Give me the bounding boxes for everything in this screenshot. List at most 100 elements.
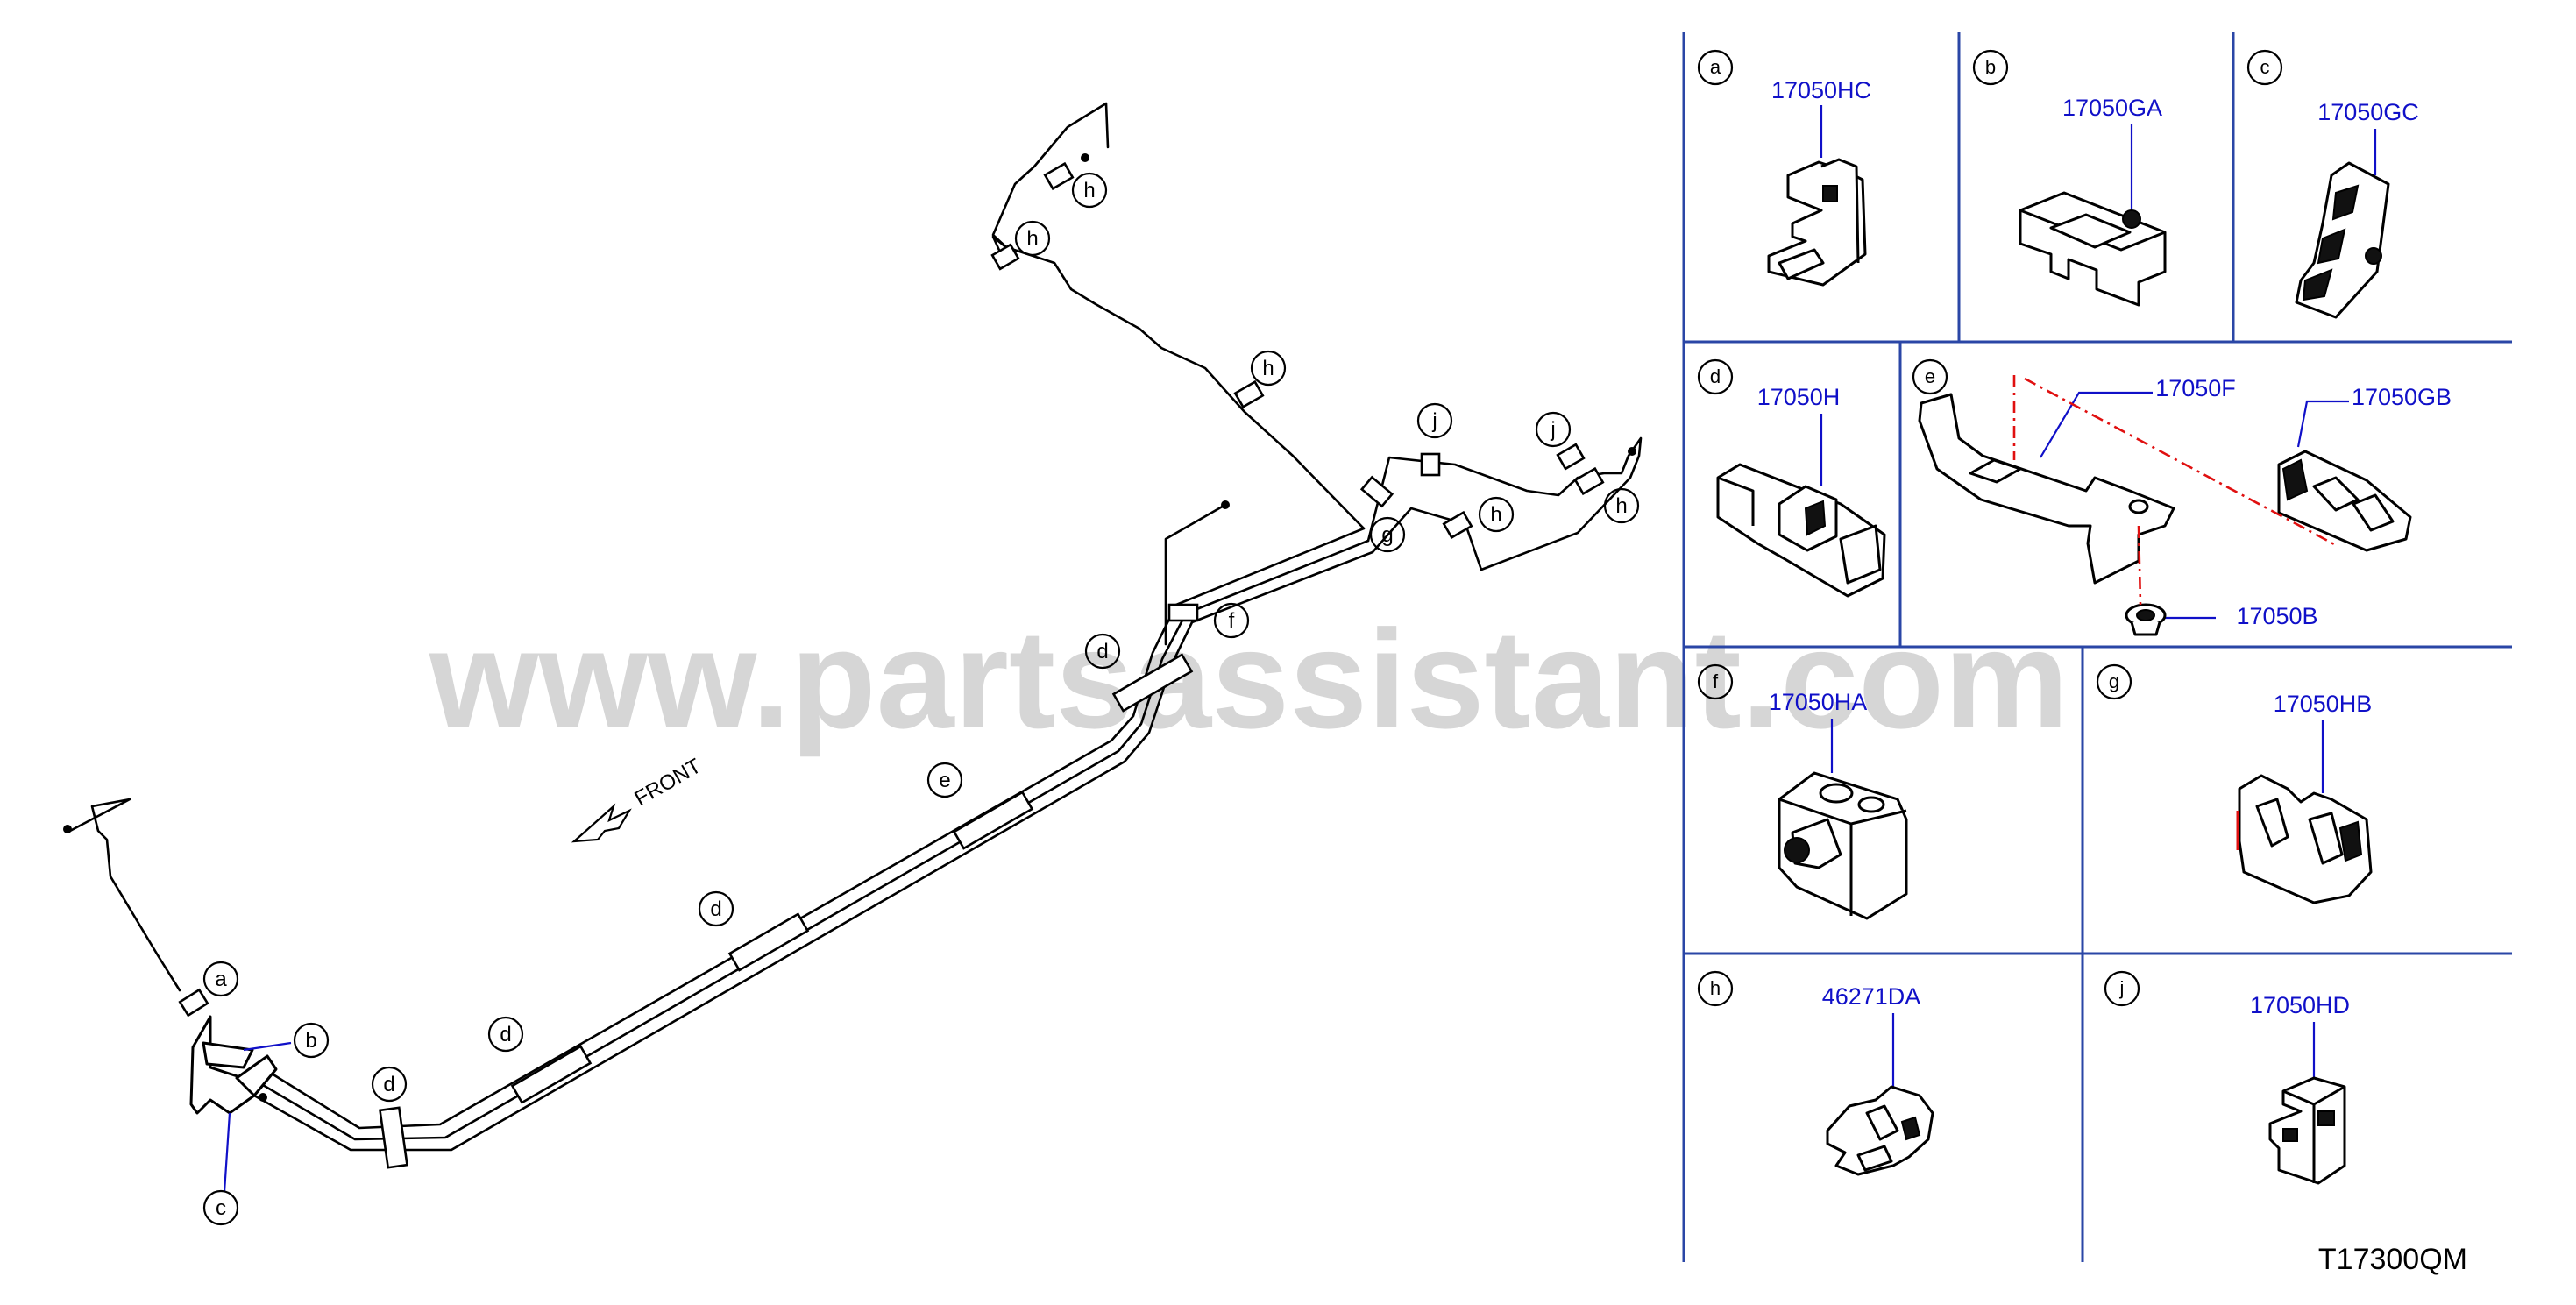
svg-text:h: h (1262, 357, 1274, 380)
grommet-17050B-drawing (2125, 603, 2167, 636)
red-assembly-guides (2012, 375, 2337, 606)
panel-b: b 17050GA (1972, 49, 2167, 307)
panel-d: d 17050H (1697, 358, 1886, 598)
callout-d2: d (487, 1016, 524, 1053)
diagram-callouts: a b c d d d e d f g h h h h h j j (202, 172, 1640, 1226)
callout-h1: h (1071, 172, 1108, 209)
panel-h: h 46271DA (1697, 970, 1934, 1176)
panel-a-part-number: 17050HC (1771, 77, 1871, 103)
clip-d2 (510, 1045, 593, 1104)
panel-d-letter: d (1710, 365, 1721, 387)
leader-c (223, 1112, 231, 1193)
panel-e: e 17050F 17050GB 17050B (1912, 358, 2452, 636)
panel-c: c 17050GC (2246, 49, 2419, 319)
svg-text:d: d (500, 1023, 511, 1046)
main-pipe-3 (252, 550, 1374, 1152)
panel-f: f 17050HA (1697, 663, 1908, 920)
callout-h2: h (1014, 220, 1051, 257)
front-arrow-icon (571, 803, 632, 843)
callout-h5: h (1603, 487, 1640, 524)
svg-text:e: e (939, 769, 950, 792)
panel-j-part-number: 17050HD (2250, 992, 2350, 1018)
svg-text:d: d (1096, 640, 1108, 663)
clip-f (1167, 603, 1199, 622)
panel-g-letter: g (2109, 670, 2119, 692)
panel-e-part-number-2: 17050GB (2352, 384, 2452, 410)
callout-h4: h (1478, 496, 1515, 533)
pipe-end-top (1081, 153, 1089, 162)
front-label: FRONT (631, 754, 706, 811)
bracket-17050F-drawing (1918, 393, 2175, 585)
svg-text:d: d (383, 1073, 394, 1096)
clip-g (1359, 475, 1394, 508)
clip-17050HD-drawing (2268, 1076, 2346, 1185)
leader-b (243, 1041, 292, 1052)
panel-g-part-number: 17050HB (2274, 691, 2373, 717)
upper-right-branch (991, 102, 1366, 530)
right-loop (1366, 436, 1643, 571)
svg-text:j: j (1431, 409, 1437, 433)
clip-d4 (1111, 653, 1194, 713)
callout-j2: j (1535, 411, 1572, 448)
svg-text:h: h (1083, 179, 1095, 202)
panel-g: g 17050HB (2096, 663, 2373, 904)
svg-text:j: j (1550, 418, 1555, 442)
svg-text:h: h (1615, 494, 1627, 518)
panel-f-part-number: 17050HA (1769, 689, 1868, 715)
callout-a: a (202, 961, 239, 997)
drawing-code: T17300QM (2318, 1243, 2467, 1276)
clip-j1 (1420, 452, 1441, 477)
left-rear-branch (68, 798, 181, 992)
clip-h1 (1043, 161, 1075, 191)
clip-17050GC-drawing (2295, 161, 2390, 319)
clip-17050H-drawing (1716, 463, 1886, 598)
clip-cluster-c (235, 1054, 278, 1097)
callout-c: c (202, 1189, 239, 1226)
svg-text:f: f (1229, 609, 1235, 633)
clip-j2 (1556, 443, 1586, 471)
clip-d1 (379, 1106, 408, 1169)
clip-17050GA-drawing (2019, 191, 2167, 307)
clip-d3 (727, 912, 810, 972)
svg-text:a: a (215, 968, 227, 991)
panel-c-part-number: 17050GC (2317, 99, 2419, 125)
pipe-end-upper (1221, 500, 1230, 509)
pipe-end-right (1628, 447, 1636, 456)
svg-text:g: g (1381, 523, 1393, 547)
callout-f: f (1213, 602, 1250, 639)
callout-j1: j (1416, 402, 1453, 439)
svg-text:h: h (1026, 227, 1038, 251)
panel-e-letter: e (1925, 365, 1935, 387)
clip-17050GB-drawing (2277, 450, 2412, 552)
clip-e (952, 791, 1034, 850)
callout-h3: h (1250, 350, 1287, 387)
brake-pipe-assembly (63, 102, 1643, 1193)
panel-c-letter: c (2260, 56, 2270, 78)
front-direction-indicator: FRONT (571, 754, 706, 843)
panel-f-letter: f (1713, 670, 1719, 692)
upper-short-branch (1164, 503, 1227, 646)
panel-h-letter: h (1710, 977, 1721, 999)
callout-d3: d (698, 890, 734, 927)
svg-text:c: c (216, 1196, 226, 1220)
pipe-end-left (63, 825, 72, 833)
clip-h5 (1573, 466, 1605, 496)
clip-h3 (1233, 379, 1265, 409)
svg-text:d: d (710, 897, 721, 921)
svg-text:h: h (1490, 503, 1501, 527)
clip-a (178, 988, 209, 1018)
callout-e: e (926, 762, 963, 798)
panel-e-part-number-3: 17050B (2236, 603, 2317, 629)
pipe-end-bottom (259, 1093, 267, 1102)
clip-46271DA-drawing (1826, 1085, 1934, 1176)
panel-e-part-number: 17050F (2155, 375, 2236, 401)
clip-h2 (990, 243, 1020, 271)
panel-d-part-number: 17050H (1757, 384, 1841, 410)
callout-b: b (293, 1022, 330, 1059)
panel-j: j 17050HD (2104, 970, 2350, 1185)
svg-text:b: b (305, 1029, 316, 1053)
clip-cluster-b (202, 1041, 254, 1069)
panel-b-letter: b (1985, 56, 1996, 78)
clip-17050HA-drawing (1778, 771, 1908, 920)
